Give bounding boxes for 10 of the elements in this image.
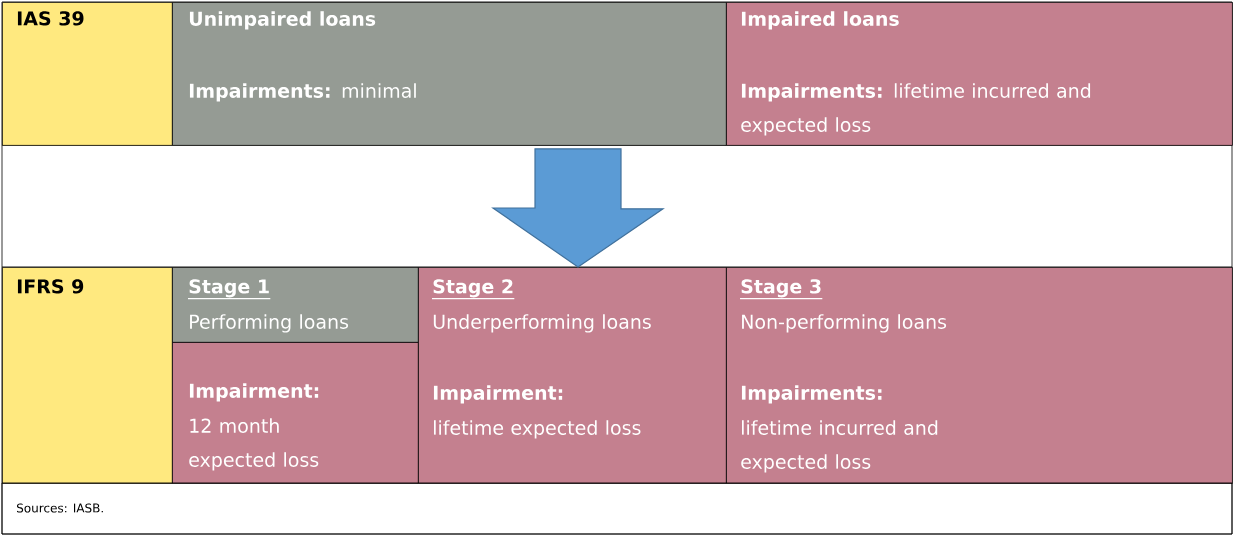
- table-cell: Stage 2 Underperforming loans Impairment: lifetime expected loss: [418, 267, 727, 484]
- table-cell: Stage 3 Non-performing loans Impairments: lifetime incurred and expected loss: [726, 267, 1233, 484]
- header-cell: IAS 39: [2, 2, 173, 146]
- table-cell: Impairment: 12 month expected loss: [172, 342, 419, 484]
- header-cell: IFRS 9: [2, 267, 173, 484]
- block-arrow: [491, 148, 665, 268]
- table-cell: Stage 1 Performing loans: [172, 267, 419, 343]
- source-note: Sources: IASB.: [1, 482, 1233, 535]
- table-cell: Unimpaired loans Impairments: minimal: [172, 2, 727, 146]
- table-cell: Impaired loans Impairments: lifetime incurred and expected loss: [726, 2, 1233, 146]
